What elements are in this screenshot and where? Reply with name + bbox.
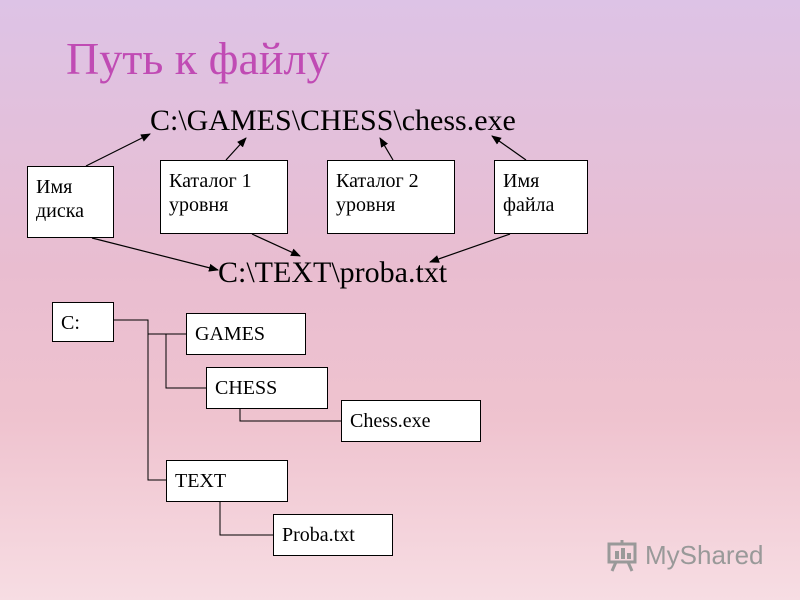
tree-line-chess-to-exe (239, 409, 341, 422)
arrow-cat1-to-path1 (225, 137, 247, 161)
label-disk-name: Имя диска (27, 166, 114, 238)
path-example-proba: C:\TEXT\proba.txt (218, 256, 448, 289)
tree-node-text: TEXT (166, 460, 288, 502)
tree-line-c-to-text (114, 319, 166, 481)
tree-node-proba-txt: Proba.txt (273, 514, 393, 556)
tree-line-text-to-proba (219, 502, 273, 536)
label-catalog-level-1: Каталог 1 уровня (160, 160, 288, 234)
label-catalog-level-2: Каталог 2 уровня (327, 160, 455, 234)
arrow-disk-to-path1 (85, 133, 151, 167)
tree-node-games: GAMES (186, 313, 306, 355)
path-example-chess: C:\GAMES\CHESS\chess.exe (150, 104, 516, 137)
arrow-file-to-path1 (491, 135, 527, 161)
arrow-cat2-to-path1 (379, 137, 394, 161)
presentation-board-icon (607, 540, 637, 572)
arrow-disk-to-path2 (91, 237, 219, 272)
label-file-name: Имя файла (494, 160, 588, 234)
watermark-text: MyShared (645, 540, 764, 570)
tree-node-chess: CHESS (206, 367, 328, 409)
arrow-cat1-to-path2 (251, 233, 301, 257)
page-title: Путь к файлу (66, 33, 330, 84)
arrow-file-to-path2 (429, 233, 511, 263)
tree-node-chess-exe: Chess.exe (341, 400, 481, 442)
tree-node-drive-c: C: (52, 302, 114, 342)
tree-line-games-to-chess (165, 334, 206, 389)
